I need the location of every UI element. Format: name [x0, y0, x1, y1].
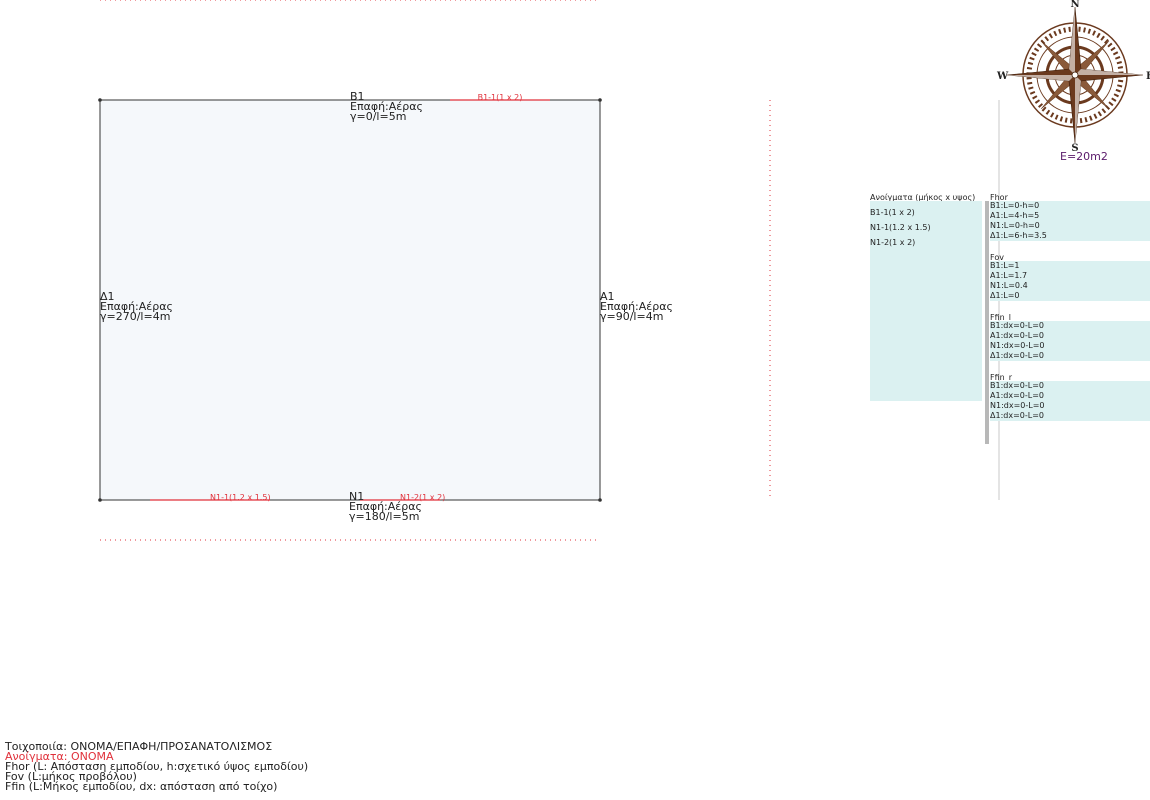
- legend-walls: Τοιχοποιία: ΟΝΟΜΑ/ΕΠΑΦΗ/ΠΡΟΣΑΝΑΤΟΛΙΣΜΟΣ: [5, 740, 273, 753]
- ffin-r-row: B1:dx=0-L=0: [990, 381, 1045, 390]
- wall-orientation: γ=90/l=4m: [600, 310, 664, 323]
- compass-w-label: W: [996, 71, 1009, 82]
- wall-orientation: γ=270/l=4m: [100, 310, 171, 323]
- fov-block: B1:L=1 A1:L=1.7 N1:L=0.4 Δ1:L=0: [990, 261, 1150, 301]
- wall-name: A1: [600, 290, 615, 303]
- corner-node[interactable]: [598, 498, 602, 502]
- wall-name: N1: [349, 490, 365, 503]
- legend-fhor: Fhor (L: Απόσταση εμποδίου, h:σχετικό ύψ…: [5, 760, 309, 773]
- wall-name: B1: [350, 90, 365, 103]
- wall-b1-label: B1 Επαφή:Αέρας γ=0/l=5m: [350, 90, 423, 123]
- wall-a1-label: A1 Επαφή:Αέρας γ=90/l=4m: [600, 290, 673, 323]
- fov-row: Δ1:L=0: [990, 291, 1020, 300]
- wall-name: Δ1: [100, 290, 115, 303]
- compass-n-label: N: [1070, 0, 1079, 10]
- wall-contact: Επαφή:Αέρας: [349, 500, 422, 513]
- wall-d1-label: Δ1 Επαφή:Αέρας γ=270/l=4m: [100, 290, 173, 323]
- fov-row: N1:L=0.4: [990, 281, 1028, 290]
- wall-contact: Επαφή:Αέρας: [350, 100, 423, 113]
- ffin-l-row: B1:dx=0-L=0: [990, 321, 1045, 330]
- wall-contact: Επαφή:Αέρας: [100, 300, 173, 313]
- fov-row: B1:L=1: [990, 261, 1020, 270]
- opening-n1-2-label: N1-2(1 x 2): [400, 493, 445, 502]
- fhor-row: B1:L=0-h=0: [990, 201, 1040, 210]
- openings-list: B1-1(1 x 2) N1-1(1.2 x 1.5) N1-2(1 x 2): [870, 201, 982, 401]
- wall-n1-label: N1 Επαφή:Αέρας γ=180/l=5m: [349, 490, 422, 523]
- fhor-row: N1:L=0-h=0: [990, 221, 1040, 230]
- compass-s-label: S: [1071, 143, 1078, 154]
- ffin-l-row: N1:dx=0-L=0: [990, 341, 1045, 350]
- room-outline[interactable]: [99, 99, 601, 501]
- legend-ffin: Ffin (L:Μήκος εμποδίου, dx: απόσταση από…: [5, 780, 278, 793]
- openings-scrollbar[interactable]: [985, 201, 989, 444]
- fov-title: Fov: [990, 253, 1004, 262]
- legend-openings: Ανοίγματα: ΟΝΟΜΑ: [5, 750, 114, 763]
- ffin-l-row: Δ1:dx=0-L=0: [990, 351, 1044, 360]
- ffin-r-row: N1:dx=0-L=0: [990, 401, 1045, 410]
- corner-node[interactable]: [598, 98, 602, 102]
- compass-e-label: E: [1146, 71, 1150, 82]
- ffin-r-row: A1:dx=0-L=0: [990, 391, 1044, 400]
- opening-n1-1-label: N1-1(1.2 x 1.5): [210, 493, 271, 502]
- wall-orientation: γ=180/l=5m: [349, 510, 420, 523]
- openings-panel-title: Ανοίγματα (μήκος x υψος): [870, 193, 976, 202]
- openings-list-item[interactable]: N1-2(1 x 2): [870, 238, 916, 247]
- fhor-row: A1:L=4-h=5: [990, 211, 1040, 220]
- ffin-r-block: B1:dx=0-L=0 A1:dx=0-L=0 N1:dx=0-L=0 Δ1:d…: [990, 381, 1150, 421]
- openings-list-item[interactable]: N1-1(1.2 x 1.5): [870, 223, 931, 232]
- opening-b1-1-label: B1-1(1 x 2): [478, 93, 523, 102]
- ffin-l-title: Ffin_l: [990, 313, 1011, 322]
- fhor-title: Fhor: [990, 193, 1008, 202]
- ffin-r-title: Ffin_r: [990, 373, 1012, 382]
- ffin-l-block: B1:dx=0-L=0 A1:dx=0-L=0 N1:dx=0-L=0 Δ1:d…: [990, 321, 1150, 361]
- corner-node[interactable]: [98, 498, 102, 502]
- fhor-block: B1:L=0-h=0 A1:L=4-h=5 N1:L=0-h=0 Δ1:L=6-…: [990, 201, 1150, 241]
- legend-fov: Fov (L:μήκος προβόλου): [5, 770, 137, 783]
- compass-rose: N E S W: [996, 0, 1150, 154]
- ffin-l-row: A1:dx=0-L=0: [990, 331, 1044, 340]
- corner-node[interactable]: [98, 98, 102, 102]
- wall-orientation: γ=0/l=5m: [350, 110, 407, 123]
- fhor-row: Δ1:L=6-h=3.5: [990, 231, 1047, 240]
- fov-row: A1:L=1.7: [990, 271, 1028, 280]
- openings-list-item[interactable]: B1-1(1 x 2): [870, 208, 915, 217]
- area-label: E=20m2: [1060, 150, 1108, 163]
- ffin-r-row: Δ1:dx=0-L=0: [990, 411, 1044, 420]
- wall-contact: Επαφή:Αέρας: [600, 300, 673, 313]
